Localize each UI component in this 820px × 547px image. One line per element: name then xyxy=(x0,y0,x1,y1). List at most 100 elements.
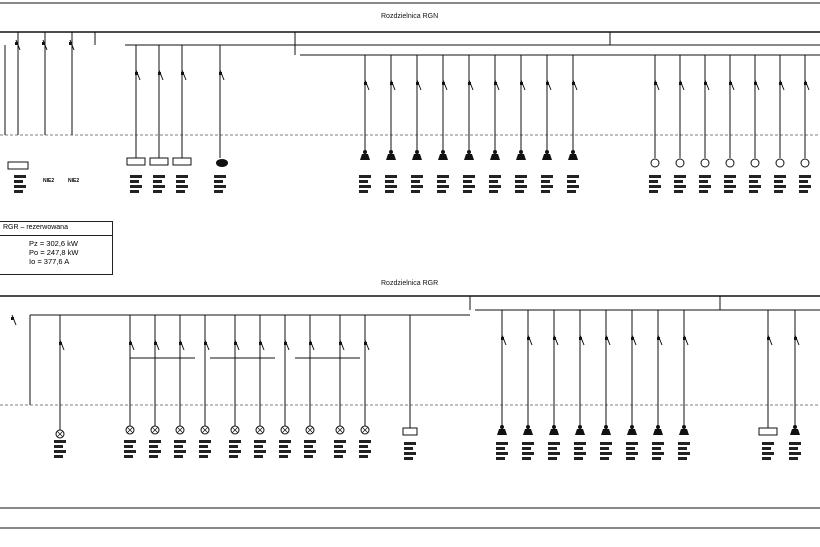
breaker-contact xyxy=(546,82,549,85)
circuit-label xyxy=(574,442,586,445)
breaker-contact xyxy=(390,82,393,85)
lamp-icon xyxy=(336,426,344,434)
motor-icon xyxy=(415,150,419,154)
lamp-icon xyxy=(201,426,209,434)
load-box xyxy=(149,157,169,166)
circuit-label xyxy=(626,457,635,460)
circuit-label xyxy=(652,442,664,445)
socket-icon xyxy=(800,158,810,168)
circuit-label xyxy=(411,180,420,183)
section-title-rgn: Rozdzielnica RGN xyxy=(381,13,439,20)
circuit-label xyxy=(54,440,66,443)
motor-icon xyxy=(571,150,575,154)
motor-icon xyxy=(412,154,422,160)
circuit-label xyxy=(153,190,162,193)
circuit-label xyxy=(437,190,446,193)
circuit-label xyxy=(489,175,501,178)
circuit-label xyxy=(229,440,241,443)
circuit-label xyxy=(652,447,661,450)
motor-icon xyxy=(793,425,797,429)
motor-icon xyxy=(438,154,448,160)
circuit-label xyxy=(149,455,158,458)
circuit-label xyxy=(174,455,183,458)
lamp-icon xyxy=(231,426,239,434)
circuit-label xyxy=(463,175,475,178)
breaker-contact xyxy=(416,82,419,85)
breaker-contact xyxy=(605,337,608,340)
circuit-label xyxy=(496,442,508,445)
circuit-label xyxy=(489,185,501,188)
circuit-label xyxy=(574,457,583,460)
breaker-contact xyxy=(579,337,582,340)
motor-icon xyxy=(441,150,445,154)
circuit-label xyxy=(149,445,158,448)
motor-icon xyxy=(519,150,523,154)
circuit-label xyxy=(385,175,397,178)
circuit-label xyxy=(359,175,371,178)
load-box xyxy=(758,427,778,436)
circuit-label xyxy=(774,185,786,188)
breaker-contact xyxy=(135,72,138,75)
circuit-label xyxy=(548,457,557,460)
circuit-label xyxy=(789,457,798,460)
circuit-label xyxy=(678,457,687,460)
motor-icon xyxy=(490,154,500,160)
circuit-label xyxy=(574,447,583,450)
breaker-contact xyxy=(631,337,634,340)
socket-icon xyxy=(675,158,685,168)
circuit-label xyxy=(724,180,733,183)
circuit-label xyxy=(176,180,185,183)
circuit-label xyxy=(789,452,801,455)
motor-icon xyxy=(360,154,370,160)
circuit-label xyxy=(496,447,505,450)
circuit-label xyxy=(515,185,527,188)
motor-icon xyxy=(604,425,608,429)
breaker-contact xyxy=(339,342,342,345)
socket-icon xyxy=(650,158,660,168)
load-box xyxy=(402,427,418,436)
motor-icon xyxy=(545,150,549,154)
circuit-label xyxy=(153,175,165,178)
circuit-label xyxy=(214,190,223,193)
lamp-icon xyxy=(281,426,289,434)
circuit-label xyxy=(789,442,801,445)
breaker-contact xyxy=(154,342,157,345)
circuit-label xyxy=(279,445,288,448)
motor-icon xyxy=(627,429,637,435)
circuit-label xyxy=(600,447,609,450)
motor-icon xyxy=(630,425,634,429)
circuit-label xyxy=(789,447,798,450)
circuit-label xyxy=(404,452,416,455)
circuit-label xyxy=(334,440,346,443)
breaker-contact xyxy=(204,342,207,345)
circuit-label xyxy=(541,190,550,193)
breaker-contact xyxy=(654,82,657,85)
circuit-label xyxy=(130,190,139,193)
circuit-label xyxy=(649,185,661,188)
circuit-label xyxy=(774,180,783,183)
breaker-contact xyxy=(501,337,504,340)
motor-icon xyxy=(653,429,663,435)
summary-pz: Pz = 302,6 kW xyxy=(29,239,78,248)
circuit-label xyxy=(649,175,661,178)
motor-icon xyxy=(500,425,504,429)
circuit-label xyxy=(199,455,208,458)
breaker-contact xyxy=(553,337,556,340)
circuit-label xyxy=(674,175,686,178)
circuit-label xyxy=(749,190,758,193)
circuit-label xyxy=(652,457,661,460)
motor-icon xyxy=(568,154,578,160)
breaker-contact xyxy=(804,82,807,85)
breaker-contact xyxy=(42,42,45,45)
lamp-icon xyxy=(256,426,264,434)
lamp-icon xyxy=(361,426,369,434)
circuit-label xyxy=(130,185,142,188)
circuit-label xyxy=(153,180,162,183)
circuit-label xyxy=(799,180,808,183)
circuit-label xyxy=(385,190,394,193)
breaker-contact xyxy=(520,82,523,85)
circuit-label xyxy=(496,452,508,455)
circuit-label xyxy=(124,445,133,448)
circuit-label xyxy=(214,185,226,188)
